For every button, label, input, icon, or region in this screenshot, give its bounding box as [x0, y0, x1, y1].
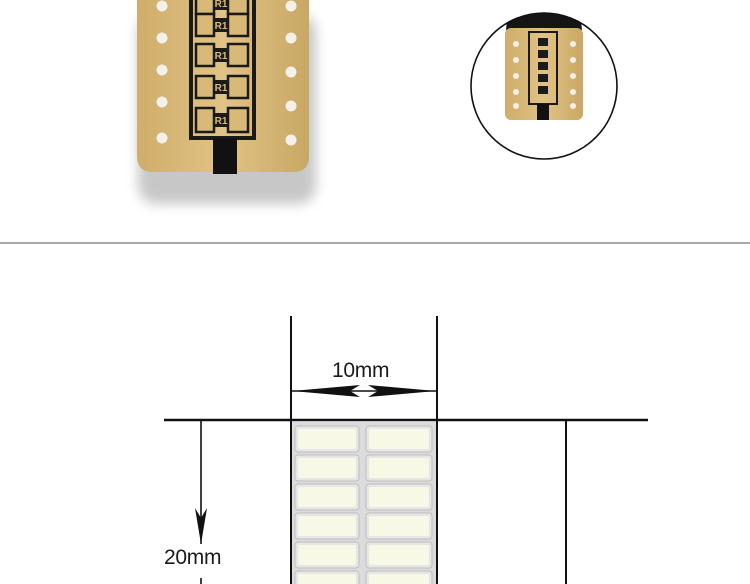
led-chip-row [294, 483, 433, 511]
resistor [194, 74, 250, 100]
resistor-array [194, 0, 250, 134]
resistor-marking: R1 [215, 0, 228, 10]
led-chip-row [294, 541, 433, 569]
pcb-center-trace [213, 138, 237, 174]
bulb-inset [470, 12, 618, 160]
section-divider [0, 242, 750, 244]
width-arrow-right [368, 385, 436, 397]
height-dimension-label: 20mm [164, 546, 222, 569]
resistor [194, 42, 250, 68]
resistor-marking: R1 [215, 51, 228, 62]
width-dimension-label: 10mm [332, 359, 390, 382]
pcb-left-holes [156, 0, 168, 144]
pcb-right-holes [285, 0, 297, 146]
led-dimension-diagram [164, 316, 648, 584]
led-chip-row [294, 454, 433, 482]
resistor-marking: R1 [215, 116, 228, 127]
inset-circle-border [470, 12, 618, 160]
led-chip-row [294, 512, 433, 540]
resistor-markings: R1 R1 R1 R1 R1 [215, 0, 228, 127]
resistor [194, 12, 250, 38]
led-chip-row [294, 570, 433, 584]
resistor-marking: R1 [215, 83, 228, 94]
led-chips [294, 425, 433, 584]
width-arrow-left [292, 385, 360, 397]
led-chip-row [294, 425, 433, 453]
height-arrow-down [195, 508, 207, 544]
resistor-marking: R1 [215, 21, 228, 32]
pcb-rear-view: R1 R1 R1 R1 R1 [137, 0, 618, 204]
resistor [194, 106, 250, 134]
